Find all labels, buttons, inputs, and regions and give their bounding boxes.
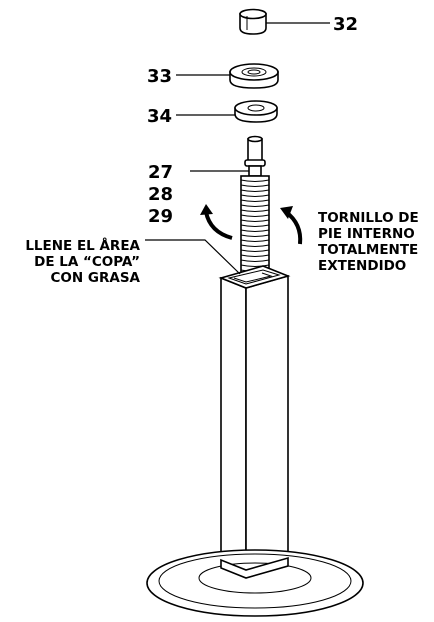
callout-29: 29 [148, 206, 173, 227]
thread-ridge [240, 199, 270, 202]
thread-ridge [240, 179, 270, 182]
thread-ridge [240, 239, 270, 242]
thread-ridge [240, 224, 270, 227]
thread-ridge [240, 244, 270, 247]
callout-28: 28 [148, 184, 173, 205]
part-34-washer [234, 100, 278, 123]
left-note-line-2: DE LA “COPA” [34, 254, 140, 270]
screw-threads [240, 179, 270, 287]
left-note: LLENE EL ÅREA DE LA “COPA” CON GRASA [25, 237, 140, 286]
thread-ridge [240, 264, 270, 267]
right-note-line-2: PIE INTERNO [318, 226, 415, 242]
right-note-line-1: TORNILLO DE [318, 210, 419, 226]
thread-ridge [240, 229, 270, 232]
rotation-arrow-right [280, 206, 303, 245]
right-note-line-3: TOTALMENTE [318, 242, 418, 258]
threaded-screw [240, 135, 270, 289]
thread-ridge [240, 184, 270, 187]
leader-cup [145, 239, 241, 275]
thread-ridge [240, 204, 270, 207]
thread-ridge [240, 194, 270, 197]
callout-33: 33 [147, 66, 172, 87]
square-tube [218, 265, 291, 580]
rotation-arrow-left [200, 204, 233, 240]
callout-32: 32 [333, 14, 358, 35]
thread-ridge [240, 234, 270, 237]
right-note-line-4: EXTENDIDO [318, 258, 406, 274]
left-note-line-3: CON GRASA [51, 270, 141, 286]
thread-ridge [240, 254, 270, 257]
thread-ridge [240, 189, 270, 192]
thread-ridge [240, 214, 270, 217]
callout-27: 27 [148, 162, 173, 183]
callout-34: 34 [147, 106, 172, 127]
thread-ridge [240, 219, 270, 222]
thread-ridge [240, 209, 270, 212]
part-33-washer [229, 63, 279, 89]
left-note-line-1: LLENE EL ÅREA [25, 237, 140, 254]
base-plate [146, 549, 364, 617]
thread-ridge [240, 259, 270, 262]
thread-ridge [240, 249, 270, 252]
part-32-cap [239, 8, 267, 35]
right-note: TORNILLO DE PIE INTERNO TOTALMENTE EXTEN… [318, 210, 419, 274]
